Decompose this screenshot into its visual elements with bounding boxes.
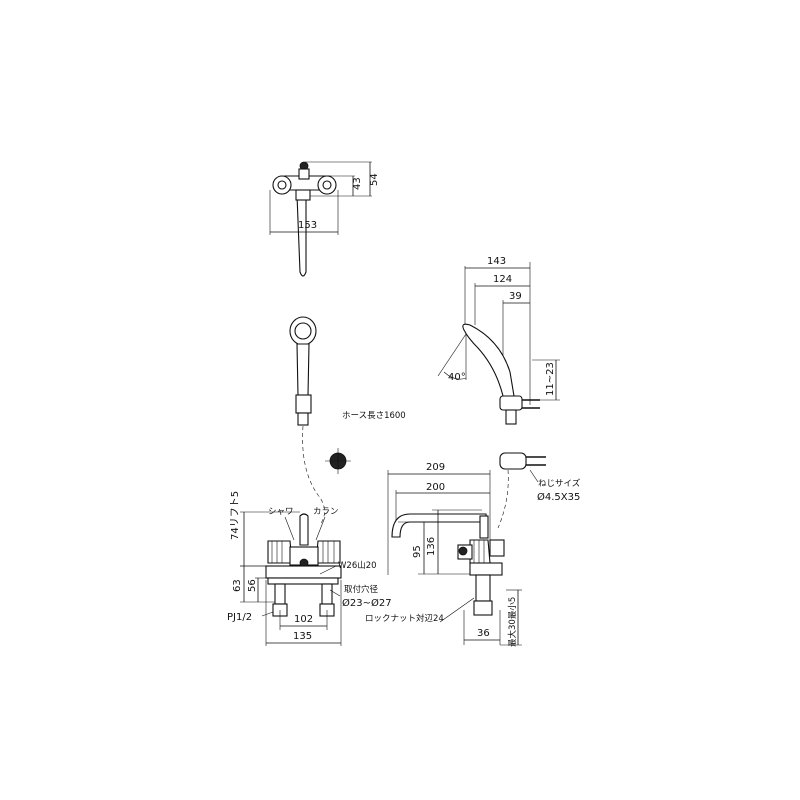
dim-11-23-label: 11~23 bbox=[545, 362, 556, 396]
screw-value-label: Ø4.5X35 bbox=[537, 491, 580, 503]
dim-63-label: 63 bbox=[232, 579, 243, 592]
faucet-label: カラン bbox=[313, 507, 339, 517]
angle-40-label: 40° bbox=[448, 372, 466, 383]
dim-209-label: 209 bbox=[426, 462, 445, 473]
locknut-label: ロックナット対辺24 bbox=[365, 613, 444, 624]
w26-label: W26山20 bbox=[338, 560, 377, 571]
pj-label: PJ1/2 bbox=[227, 612, 252, 623]
dim-102-label: 102 bbox=[294, 614, 313, 625]
dim-43-label: 43 bbox=[352, 177, 363, 190]
lift-74-label: 74リフト5 bbox=[230, 491, 241, 540]
dim-95-label: 95 bbox=[412, 545, 423, 558]
mount-hole-symbol bbox=[325, 448, 351, 474]
dim-200-label: 200 bbox=[426, 482, 445, 493]
dim-39-label: 39 bbox=[509, 291, 522, 302]
screw-size-label: ねじサイズ bbox=[538, 478, 581, 489]
dim-124-label: 124 bbox=[493, 274, 512, 285]
hose-length-label: ホース長さ1600 bbox=[342, 411, 406, 421]
dim-153-label: 153 bbox=[298, 220, 317, 231]
hole-range-label: Ø23~Ø27 bbox=[342, 597, 392, 609]
mount-hole-label: 取付穴径 bbox=[344, 584, 379, 595]
dim-56-label: 56 bbox=[247, 579, 258, 592]
side-view: 209 200 95 136 ロックナット対辺24 36 bbox=[365, 462, 522, 647]
front-view: シャワ カラン 74リフト5 bbox=[227, 491, 392, 646]
lever-side-view: 143 124 39 40° 11~23 ねじサイズ Ø4.5X35 bbox=[437, 256, 581, 503]
max30-label: 最大30最小5 bbox=[507, 597, 518, 647]
dim-54-label: 54 bbox=[369, 173, 380, 186]
dim-136-label: 136 bbox=[426, 537, 437, 556]
dim-36-label: 36 bbox=[477, 628, 490, 639]
dim-135-label: 135 bbox=[293, 631, 312, 642]
top-view: 43 54 153 bbox=[269, 161, 380, 277]
dim-143-label: 143 bbox=[487, 256, 506, 267]
shower-head-view: ホース長さ1600 bbox=[289, 316, 406, 526]
